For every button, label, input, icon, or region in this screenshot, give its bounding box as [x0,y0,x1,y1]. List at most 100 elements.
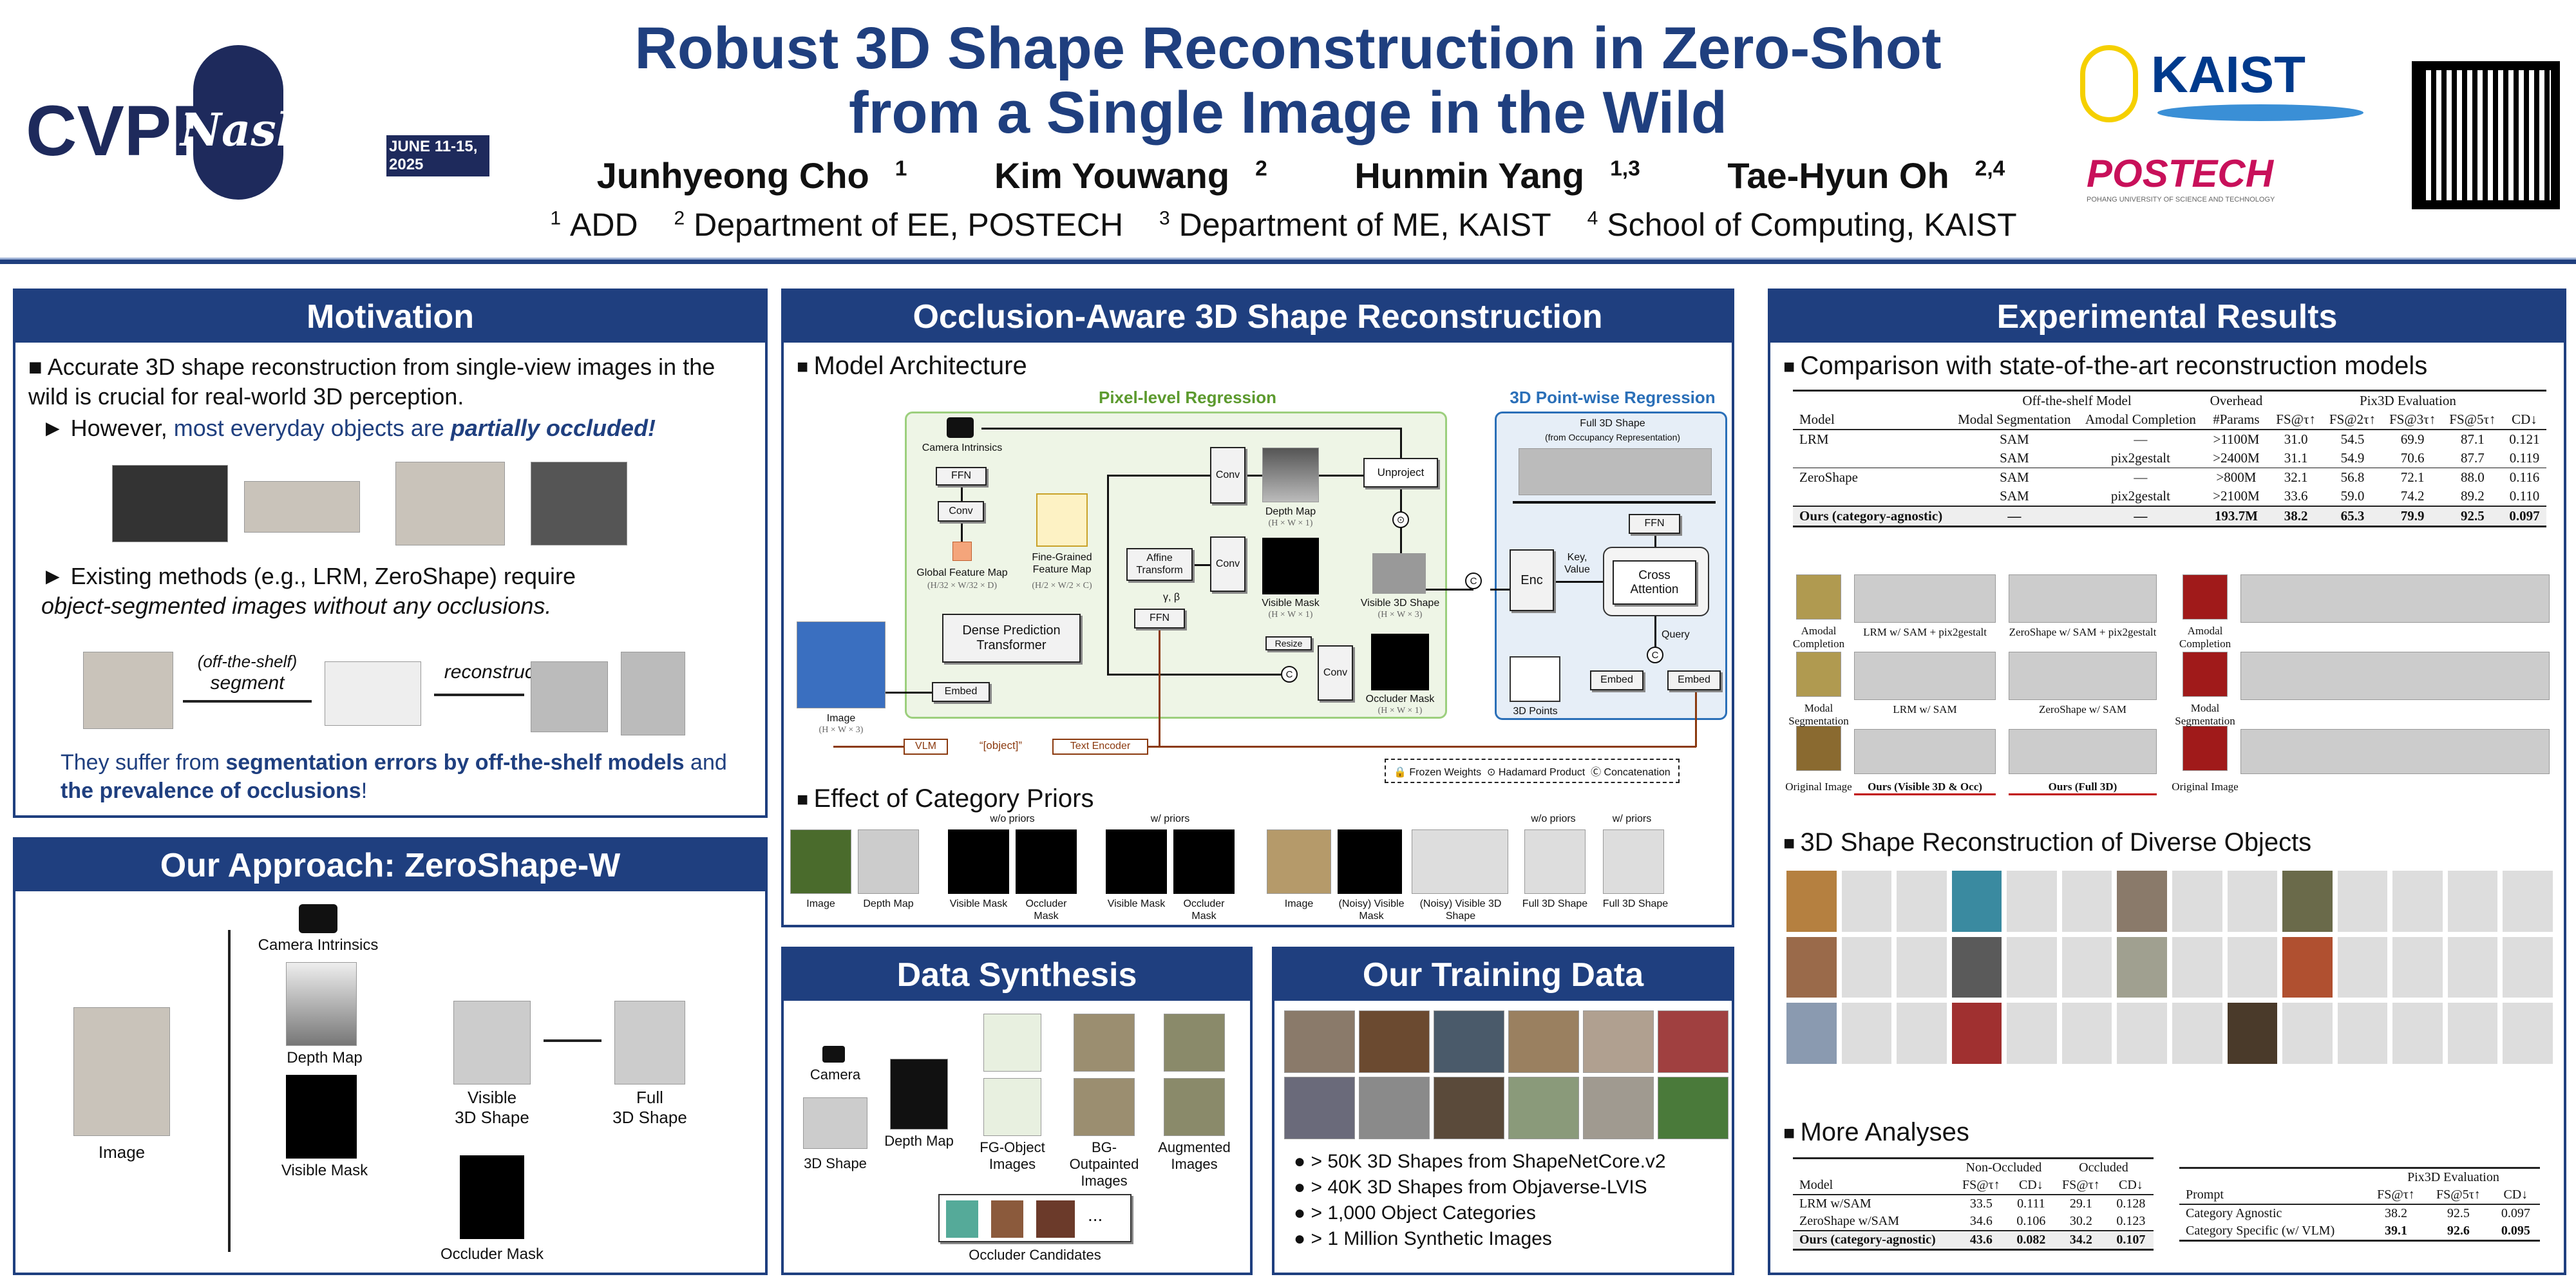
label: Full 3D Shape [1580,418,1645,429]
text-feature-line [1695,690,1697,747]
depth-map-image [286,962,357,1046]
vlm-block: VLM [904,739,948,755]
sub-bullet: ► Existing methods (e.g., LRM, ZeroShape… [41,563,576,619]
results-panel: Experimental Results Comparison with sta… [1768,289,2566,1275]
bg-image [1074,1078,1135,1136]
cvpr-script: Nashville [180,103,415,156]
subsection-heading: 3D Shape Reconstruction of Diverse Objec… [1783,828,2311,857]
qualitative-comparison: Amodal Completion LRM w/ SAM + pix2gesta… [1783,562,2556,806]
label: Visible 3D Shape [1360,598,1440,609]
connector [886,692,932,694]
training-data-panel: Our Training Data ● > 50K 3D Shapes from… [1272,947,1734,1275]
label: Global Feature Map [916,567,1008,578]
affine-transform-block: Affine Transform [1126,548,1193,581]
label: γ, β [1163,592,1180,603]
3d-points-cube [1510,656,1560,702]
label: Amodal Completion [2179,625,2231,650]
dog-image [790,829,851,894]
camera-icon [299,904,337,933]
fg-image [983,1014,1041,1072]
connector [1490,589,1510,591]
label: Occluder Candidates [969,1247,1101,1263]
label: (H × W × 1) [1378,706,1423,715]
original-image [2183,726,2228,771]
lrm-shape [1854,574,1996,623]
occluded-sofa-image [112,465,228,542]
label: Ours (Full 3D) [2009,781,2157,795]
occluded-stool-image [531,462,627,545]
label: Full 3D Shape [1522,898,1588,909]
label: Original Image [1785,781,1852,793]
poster-title: Robust 3D Shape Reconstruction in Zero-S… [634,15,1942,146]
pipeline-reconstruct: reconstruct [444,661,540,683]
legend: 🔒 Frozen Weights ⊙ Hadamard Product Ⓒ Co… [1385,759,1680,783]
label: (from Occupancy Representation) [1544,432,1681,442]
label: ZeroShape w/ SAM + pix2gestalt [2009,626,2157,638]
label: w/ priors [1612,813,1652,824]
label: Occluder Mask [1183,898,1225,922]
hadamard-icon: ⊙ [1392,511,1409,528]
label: Image [806,898,835,909]
qr-code[interactable] [2408,57,2564,213]
camera-icon [822,1046,845,1063]
label: Occluder Mask [440,1245,544,1263]
bullet: ■ Accurate 3D shape reconstruction from … [28,354,715,410]
label: BG-Outpainted Images [1069,1139,1139,1189]
subsection-heading: More Analyses [1783,1118,1969,1147]
label: FG-Object Images [980,1139,1045,1172]
embed-block: Embed [1667,670,1721,690]
cross-attention-block: Cross Attention [1613,560,1696,605]
arrow [544,1039,601,1042]
label: (H/32 × W/32 × D) [927,581,998,591]
arrow [183,700,312,703]
augmented-image [1164,1078,1225,1136]
reconstructed-shape [531,661,608,732]
ours-visible [1854,729,1996,774]
concat-icon: C [1281,666,1298,683]
connector [1107,674,1281,676]
connector [1107,475,1109,674]
diverse-objects-grid [1786,871,2553,1064]
label: Image [1284,898,1314,909]
noisy-visible-shape [1412,829,1508,894]
visible-shape-image [453,1001,531,1084]
section-title: Data Synthesis [784,949,1250,1001]
section-title: Our Approach: ZeroShape-W [15,840,765,891]
input-image [73,1007,170,1136]
pipeline-segment: segment [210,672,285,694]
connector [1654,534,1656,547]
label: (H × W × 3) [819,725,864,735]
label: Augmented Images [1158,1139,1231,1172]
kaist-logo: KAIST [2080,45,2376,122]
label: Camera Intrinsics [922,442,1003,453]
connector [961,486,963,501]
label: Original Image [2172,781,2239,793]
full-shape-without-priors [1524,829,1586,894]
approach-panel: Our Approach: ZeroShape-W Image Camera I… [13,837,768,1275]
label: Full 3D Shape [1602,898,1669,909]
label: Visible Mask [281,1162,368,1179]
label: (Noisy) Visible Mask [1338,898,1405,922]
label: Modal Segmentation [1788,702,1849,727]
label: ZeroShape w/ SAM [2039,703,2126,715]
ours-full [2009,729,2157,774]
connector [1654,616,1656,652]
bullet: ● > 1 Million Synthetic Images [1294,1228,1552,1249]
pixel-regression-title: Pixel-level Regression [1098,388,1277,407]
training-stats: ● > 50K 3D Shapes from ShapeNetCore.v2 ●… [1294,1149,1666,1252]
header-divider [0,258,2576,264]
label: Modal Segmentation [2175,702,2235,727]
bullet: ● > 1,000 Object Categories [1294,1202,1536,1224]
connector [228,930,231,1252]
text-encoder-block: Text Encoder [1052,739,1148,755]
label: (H × W × 1) [1268,610,1313,620]
unproject-block: Unproject [1363,458,1438,488]
conclusion: They suffer from segmentation errors by … [61,750,727,803]
